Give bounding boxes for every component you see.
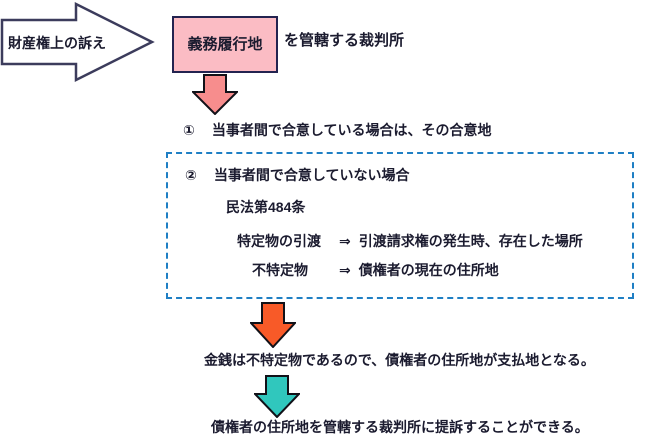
- right-block-arrow-icon: [0, 1, 155, 83]
- duty-place-box-label: 義務履行地: [187, 36, 263, 53]
- down-arrow-teal-icon: [254, 375, 300, 418]
- rule-row-specified-goods: 特定物の引渡 ⇒ 引渡請求権の発生時、存在した場所: [237, 233, 583, 249]
- case1-number: ①: [183, 122, 195, 138]
- case2-dashed-box: ② 当事者間で合意していない場合 民法第484条 特定物の引渡 ⇒ 引渡請求権の…: [166, 152, 634, 299]
- case1-line: ① 当事者間で合意している場合は、その合意地: [183, 122, 491, 138]
- duty-place-box: 義務履行地: [172, 16, 278, 73]
- conclusion-payment-place: 金銭は不特定物であるので、債権者の住所地が支払地となる。: [204, 352, 595, 368]
- down-arrow-pink-icon: [192, 74, 238, 115]
- case2-title: 当事者間で合意していない場合: [213, 167, 410, 183]
- implies-arrow-icon: ⇒: [339, 233, 351, 249]
- conclusion-filing-court: 債権者の住所地を管轄する裁判所に提訴することができる。: [211, 419, 589, 435]
- rule-term: 特定物の引渡: [237, 233, 321, 249]
- rule-row-unspecified-goods: 不特定物 ⇒ 債権者の現在の住所地: [252, 262, 499, 278]
- jurisdiction-suffix-label: を管轄する裁判所: [284, 32, 405, 49]
- rule-definition: 債権者の現在の住所地: [358, 262, 499, 278]
- rule-term: 不特定物: [252, 262, 308, 278]
- case1-text: 当事者間で合意している場合は、その合意地: [211, 122, 492, 138]
- down-arrow-orange-icon: [250, 302, 296, 348]
- source-arrow-label: 財産権上の訴え: [8, 35, 106, 51]
- case2-title-line: ② 当事者間で合意していない場合: [185, 167, 409, 183]
- rule-definition: 引渡請求権の発生時、存在した場所: [358, 233, 583, 249]
- statute-reference: 民法第484条: [226, 199, 306, 215]
- implies-arrow-icon: ⇒: [339, 262, 351, 278]
- case2-number: ②: [185, 167, 197, 183]
